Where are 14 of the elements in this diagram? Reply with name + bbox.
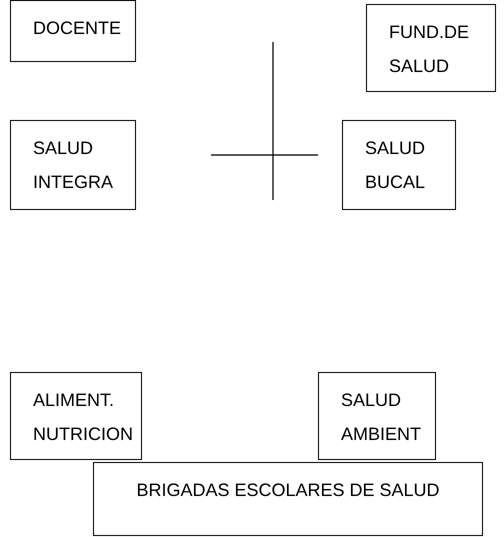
topic-box [342, 120, 456, 210]
box-label: BRIGADAS ESCOLARES DE SALUD [135, 479, 441, 502]
topic-box [10, 0, 136, 62]
box-label: DOCENTE [33, 17, 122, 40]
box-label: SALUD AMBIENT [341, 389, 422, 446]
box-label: FUND.DE SALUD [389, 21, 470, 78]
topic-box [366, 4, 496, 92]
topic-box [10, 120, 136, 210]
box-label: SALUD INTEGRA [33, 137, 114, 194]
box-label: SALUD BUCAL [365, 137, 426, 194]
topic-box [10, 372, 142, 460]
title-box [93, 462, 483, 536]
topic-box [318, 372, 436, 460]
box-label: ALIMENT. NUTRICION [33, 389, 131, 446]
